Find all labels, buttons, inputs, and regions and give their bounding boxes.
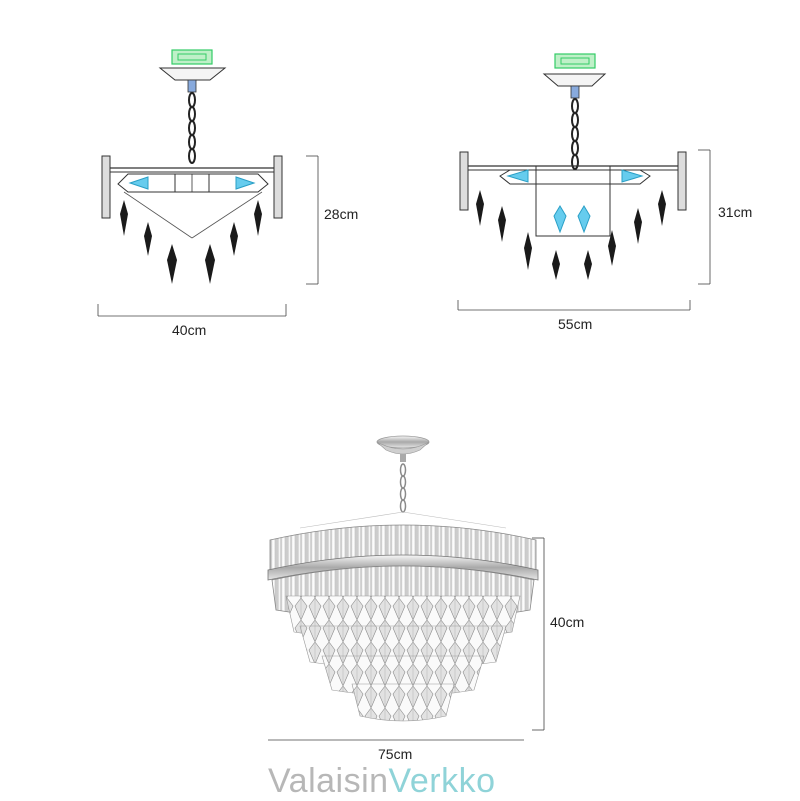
large-crystal-chandelier: 40cm 75cm [0,400,800,762]
medium-chandelier-diagram: 31cm 55cm [400,0,800,360]
height-label: 40cm [550,614,585,630]
large-chandelier-drawing [267,435,545,741]
width-label: 75cm [378,746,413,762]
small-chandelier-drawing [97,49,319,317]
height-label: 31cm [718,204,753,220]
brand-part-2: Verkko [388,762,496,800]
medium-chandelier-drawing [457,53,711,311]
small-chandelier-diagram: 28cm 40cm [0,0,400,360]
width-label: 55cm [558,316,593,332]
height-label: 28cm [324,206,359,222]
brand-part-1: Valaisin [268,762,389,800]
width-label: 40cm [172,322,207,338]
brand-logo: ValaisinVerkko [268,762,496,801]
